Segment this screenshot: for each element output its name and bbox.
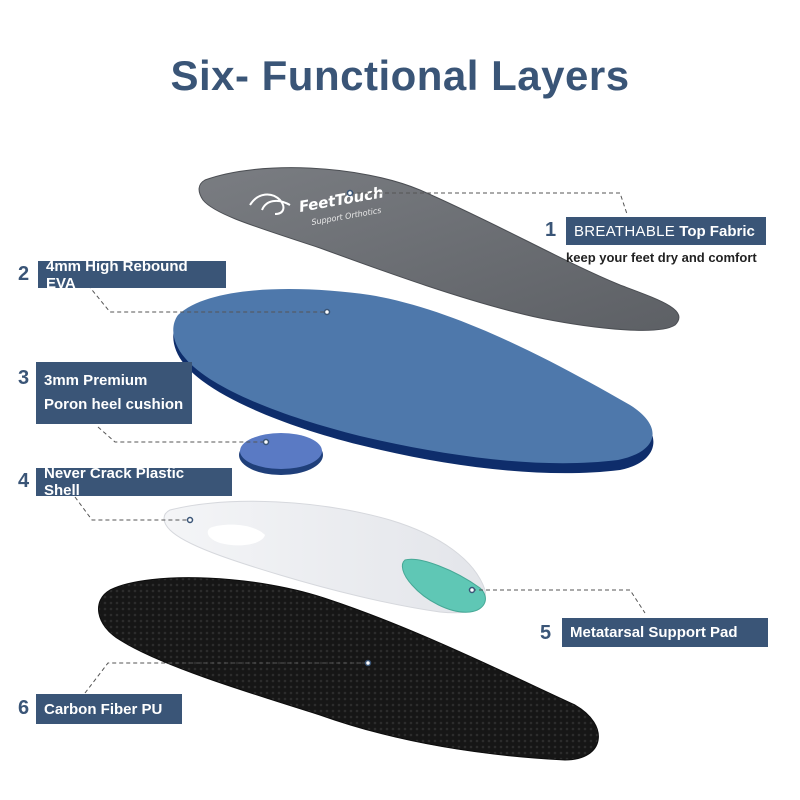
- layer-3-label-line2: Poron heel cushion: [44, 396, 184, 413]
- layer-1-label: BREATHABLE Top Fabric: [566, 217, 766, 245]
- eva-layer: [173, 289, 653, 464]
- metatarsal-pad: [401, 558, 486, 613]
- layer-2-number: 2: [18, 263, 30, 285]
- layer-3-label: 3mm Premium Poron heel cushion: [36, 362, 192, 424]
- brand-logo-icon: [249, 193, 291, 215]
- leader-lines: [74, 192, 646, 694]
- page-title: Six- Functional Layers: [170, 52, 630, 99]
- layer-3-number: 3: [18, 367, 30, 389]
- layer-2-label: 4mm High Rebound EVA: [38, 258, 226, 292]
- layer-1-label-light: BREATHABLE: [574, 222, 676, 240]
- shell-heel-cutout: [207, 524, 265, 546]
- layer-5-label: Metatarsal Support Pad: [562, 618, 768, 647]
- layer-6-number: 6: [18, 697, 30, 719]
- layer-1-label-bold: Top Fabric: [679, 222, 755, 240]
- carbon-fiber-layer: [98, 577, 599, 761]
- layer-1-subtext: keep your feet dry and comfort: [566, 250, 757, 265]
- layer-4-number: 4: [18, 470, 30, 492]
- leader-dots: [186, 189, 476, 667]
- layer-5-number: 5: [540, 622, 552, 644]
- top-fabric-layer: [198, 167, 680, 331]
- layer-1-number: 1: [545, 219, 557, 241]
- layer-4-label: Never Crack Plastic Shell: [36, 465, 232, 499]
- layer-3-label-line1: 3mm Premium: [44, 372, 148, 389]
- poron-cushion-top: [240, 433, 322, 469]
- layer-6-label: Carbon Fiber PU: [36, 694, 182, 724]
